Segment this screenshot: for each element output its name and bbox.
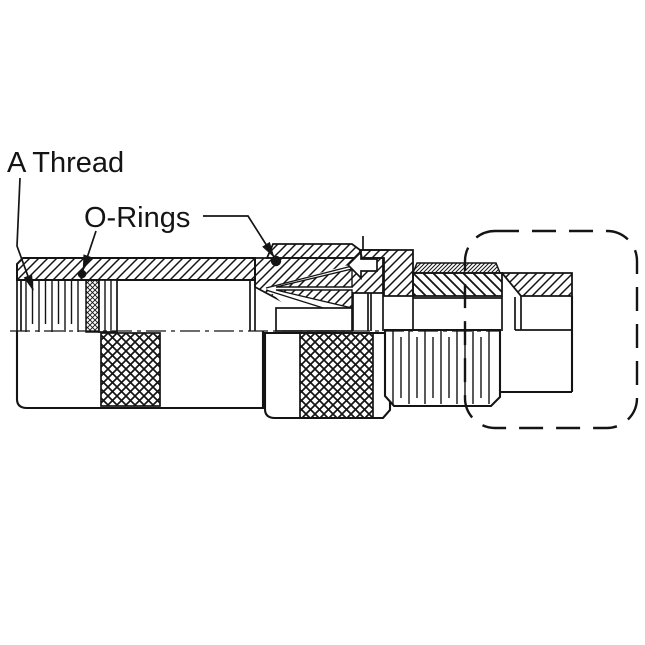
- o-ring-dot-right: [270, 255, 282, 267]
- o-rings-leader-left: [82, 230, 97, 271]
- a-thread-label: A Thread: [7, 147, 124, 179]
- knurl-band-middle: [299, 332, 374, 419]
- nut-hatch-band: [412, 272, 503, 297]
- socket-wall-hatch: [16, 257, 256, 281]
- callouts: A Thread O-Rings: [7, 147, 282, 291]
- o-ring-dot-left: [77, 269, 87, 279]
- sleeve-hump-hatch: [265, 243, 361, 259]
- serrated-block: [383, 328, 502, 408]
- o-rings-label: O-Rings: [84, 202, 190, 234]
- end-nose-hatch: [500, 272, 573, 297]
- end-fitting: [358, 249, 574, 408]
- nose-cone-upper-hatch: [275, 268, 353, 288]
- plug-body: [254, 236, 392, 420]
- phantom-mating-part-outline: [463, 229, 639, 430]
- knurl-band-left: [100, 332, 161, 407]
- nose-cone-lower-hatch: [275, 289, 353, 309]
- seal-spacer-block: [98, 279, 118, 333]
- collar-hatch: [358, 249, 414, 297]
- socket-body: [15, 257, 265, 410]
- fine-thread-strip: [411, 262, 502, 274]
- internal-thread-lines: [25, 280, 79, 332]
- funnel-seat-upper: [265, 265, 353, 289]
- a-thread-leader: [16, 177, 34, 291]
- seal-crosshatch-block: [85, 279, 100, 333]
- plug-stem-block: [275, 307, 353, 332]
- o-rings-leader-right: [203, 215, 275, 258]
